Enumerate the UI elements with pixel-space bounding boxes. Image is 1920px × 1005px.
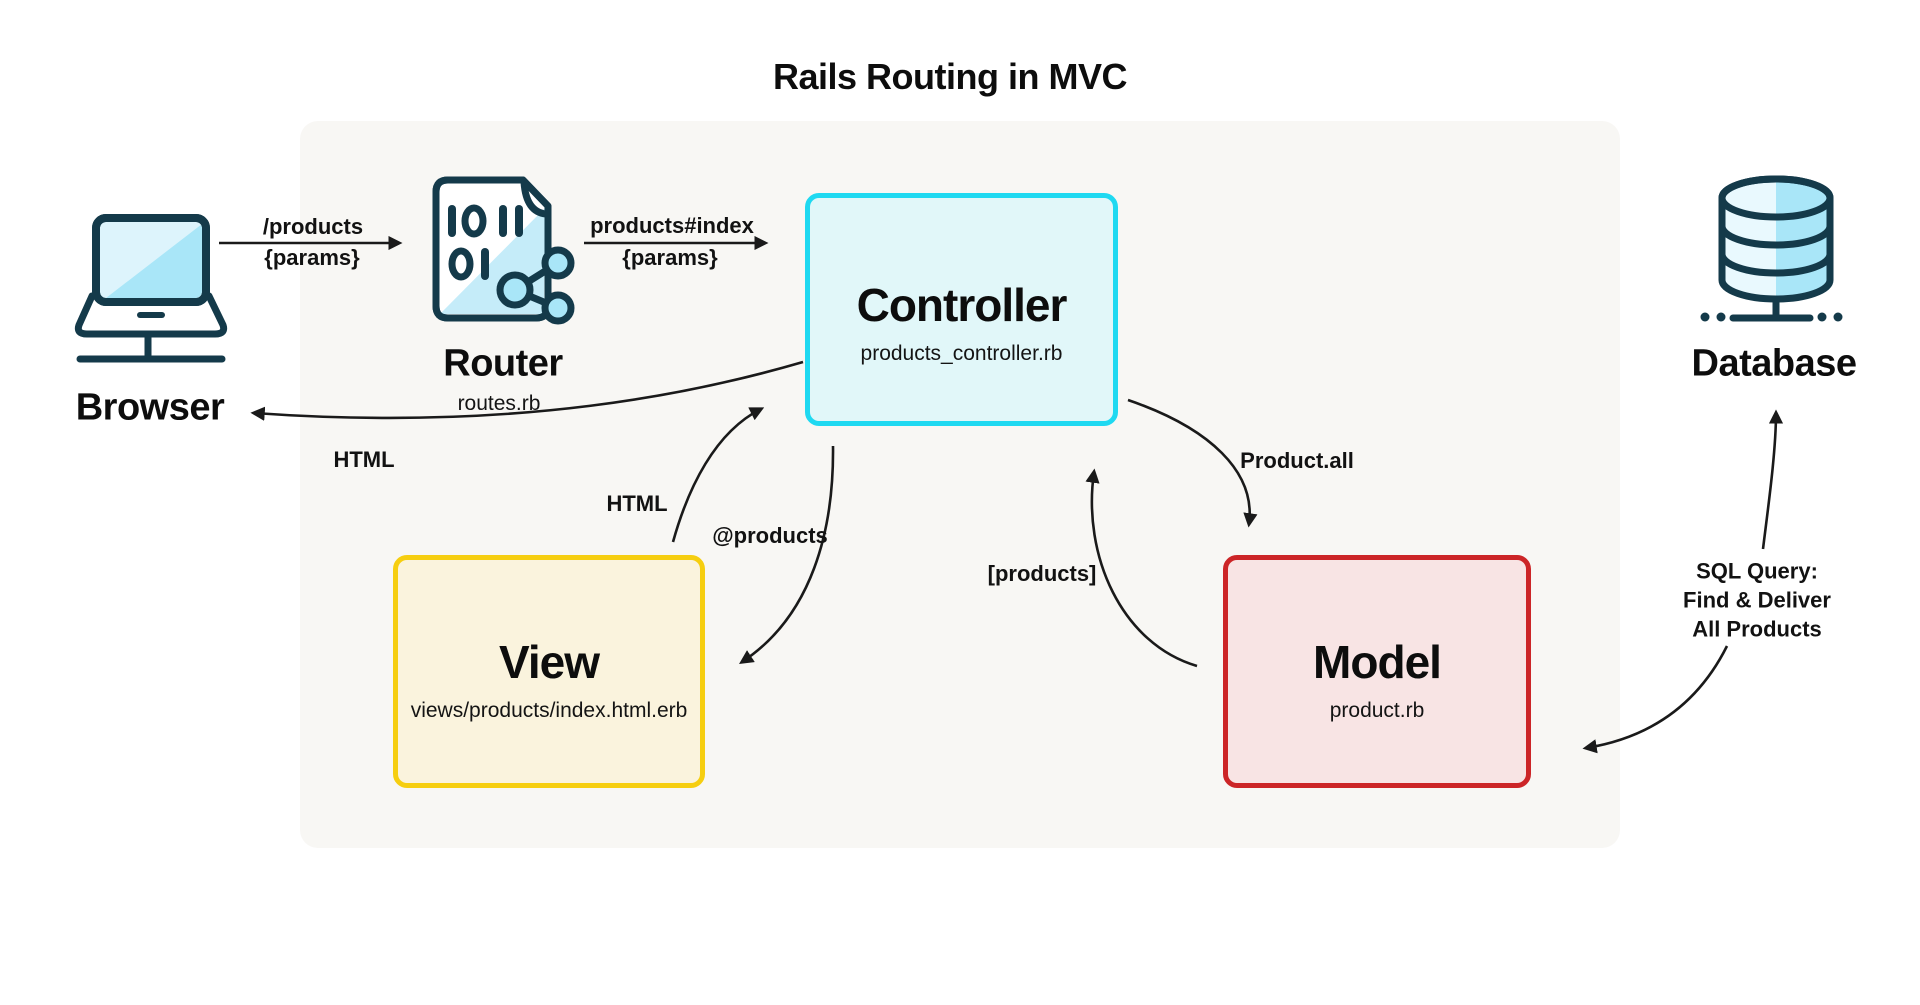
controller-node-label: Controller <box>856 278 1068 331</box>
model-node-label: Model <box>1313 635 1442 688</box>
model-node-sublabel: product.rb <box>1329 698 1425 722</box>
sql-query-line-2: Find & Deliver <box>1683 587 1831 613</box>
database-node-label: Database <box>1691 342 1857 385</box>
controller-node: Controller products_controller.rb <box>805 193 1118 426</box>
edge-label-products-array: [products] <box>987 561 1097 586</box>
arrow-database-to-model <box>1582 645 1729 754</box>
browser-node-label: Browser <box>75 386 225 429</box>
edge-label-sql-query: SQL Query: Find & Deliver All Products <box>1683 557 1831 644</box>
edge-label-router-controller-params: {params} <box>622 245 718 270</box>
edge-label-html-to-browser: HTML <box>333 447 395 472</box>
arrow-view-to-controller <box>671 407 765 543</box>
edge-label-html-to-controller: HTML <box>606 491 668 516</box>
view-node: View views/products/index.html.erb <box>393 555 705 788</box>
router-node-sublabel: routes.rb <box>457 392 541 415</box>
controller-node-sublabel: products_controller.rb <box>860 341 1063 365</box>
router-node-label: Router <box>443 342 563 385</box>
arrow-sql-to-database <box>1761 409 1784 550</box>
sql-query-line-1: SQL Query: <box>1696 558 1818 584</box>
sql-query-line-3: All Products <box>1692 616 1822 642</box>
model-node: Model product.rb <box>1223 555 1531 788</box>
arrow-controller-to-model <box>1127 398 1258 528</box>
database-icon <box>1700 175 1843 322</box>
arrow-model-to-controller <box>1085 468 1198 668</box>
edge-label-product-all: Product.all <box>1240 448 1354 473</box>
router-file-icon <box>432 176 575 325</box>
edge-label-browser-router-params: {params} <box>264 245 360 270</box>
edge-label-at-products: @products <box>712 523 828 548</box>
arrow-controller-to-browser <box>250 360 804 421</box>
browser-laptop-icon <box>74 214 228 363</box>
view-node-sublabel: views/products/index.html.erb <box>410 698 688 722</box>
page-title: Rails Routing in MVC <box>773 56 1128 97</box>
view-node-label: View <box>499 635 600 688</box>
edge-label-router-controller-action: products#index <box>590 213 754 238</box>
arrow-controller-to-view <box>739 445 835 664</box>
edge-label-browser-router-path: /products <box>262 214 364 239</box>
